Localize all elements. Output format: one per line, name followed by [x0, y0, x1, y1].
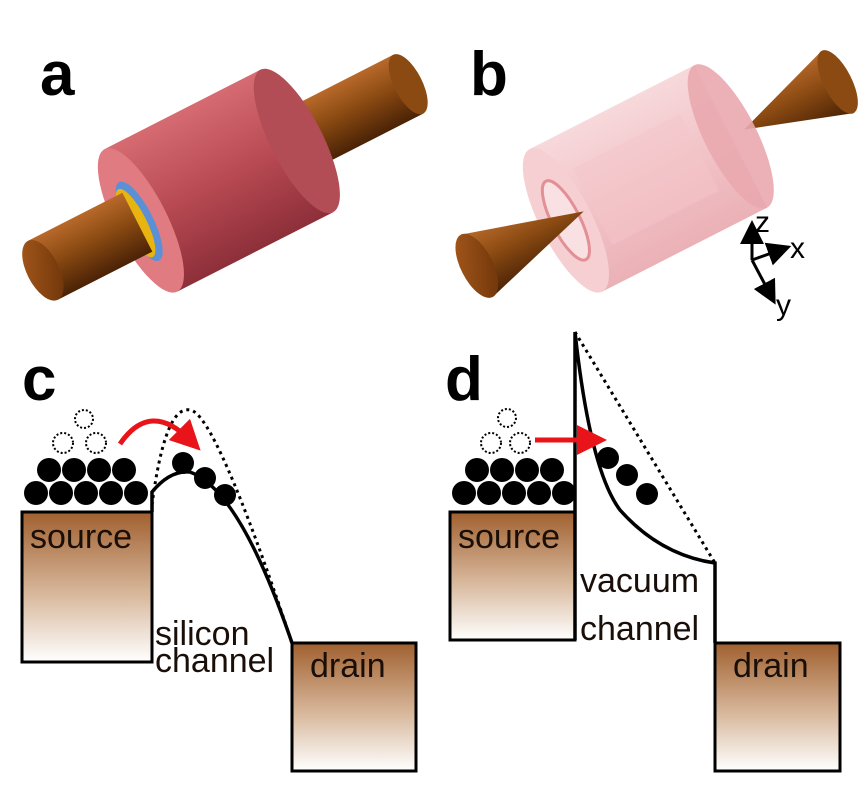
y-axis-label: y	[776, 289, 791, 322]
drain-box-c	[290, 641, 418, 773]
panel-b: b	[455, 40, 858, 298]
sleeve-back-face	[253, 68, 340, 214]
left-electrode-cap	[22, 240, 64, 301]
source-label-c: source	[30, 518, 132, 556]
barrier-solid-d	[573, 331, 717, 643]
right-electrode-cap	[388, 54, 428, 115]
panel-d-letter: d	[445, 345, 483, 414]
panel-c: c source drain silicon channel	[20, 345, 418, 773]
device-b	[455, 50, 858, 298]
sleeve-back-face-b	[687, 64, 774, 209]
panel-a: a	[22, 40, 428, 301]
left-cone-base	[455, 233, 499, 298]
channel-label-d-line2: channel	[580, 610, 699, 648]
x-axis-arrow	[751, 242, 792, 266]
barrier-dotted-c	[150, 408, 294, 644]
channel-label-d-line1: vacuum	[580, 562, 699, 600]
drain-label-c: drain	[310, 647, 386, 685]
right-cone-base	[817, 50, 858, 114]
axis-triad: z x y	[740, 206, 805, 322]
electrons-d	[452, 408, 658, 505]
barrier-dotted-d	[573, 331, 717, 564]
x-axis-label: x	[790, 232, 805, 265]
tunnel-arrow-c	[117, 418, 201, 451]
electrons-c	[24, 409, 236, 506]
panel-d: d source drain vacuum channel	[445, 331, 842, 773]
panel-b-letter: b	[470, 40, 508, 109]
source-box-d	[448, 510, 577, 642]
drain-box-d	[713, 641, 842, 773]
panel-a-letter: a	[40, 40, 75, 109]
device-a	[22, 54, 428, 301]
channel-label-c-line2: channel	[155, 642, 274, 680]
panel-c-letter: c	[22, 345, 56, 414]
source-box-c	[20, 510, 154, 664]
channel-label-c-line1: silicon	[155, 615, 249, 653]
inner-cavity	[573, 113, 720, 246]
drain-label-d: drain	[733, 647, 809, 685]
source-label-d: source	[458, 518, 560, 556]
z-axis-label: z	[755, 206, 770, 239]
y-axis-arrow	[750, 259, 776, 305]
